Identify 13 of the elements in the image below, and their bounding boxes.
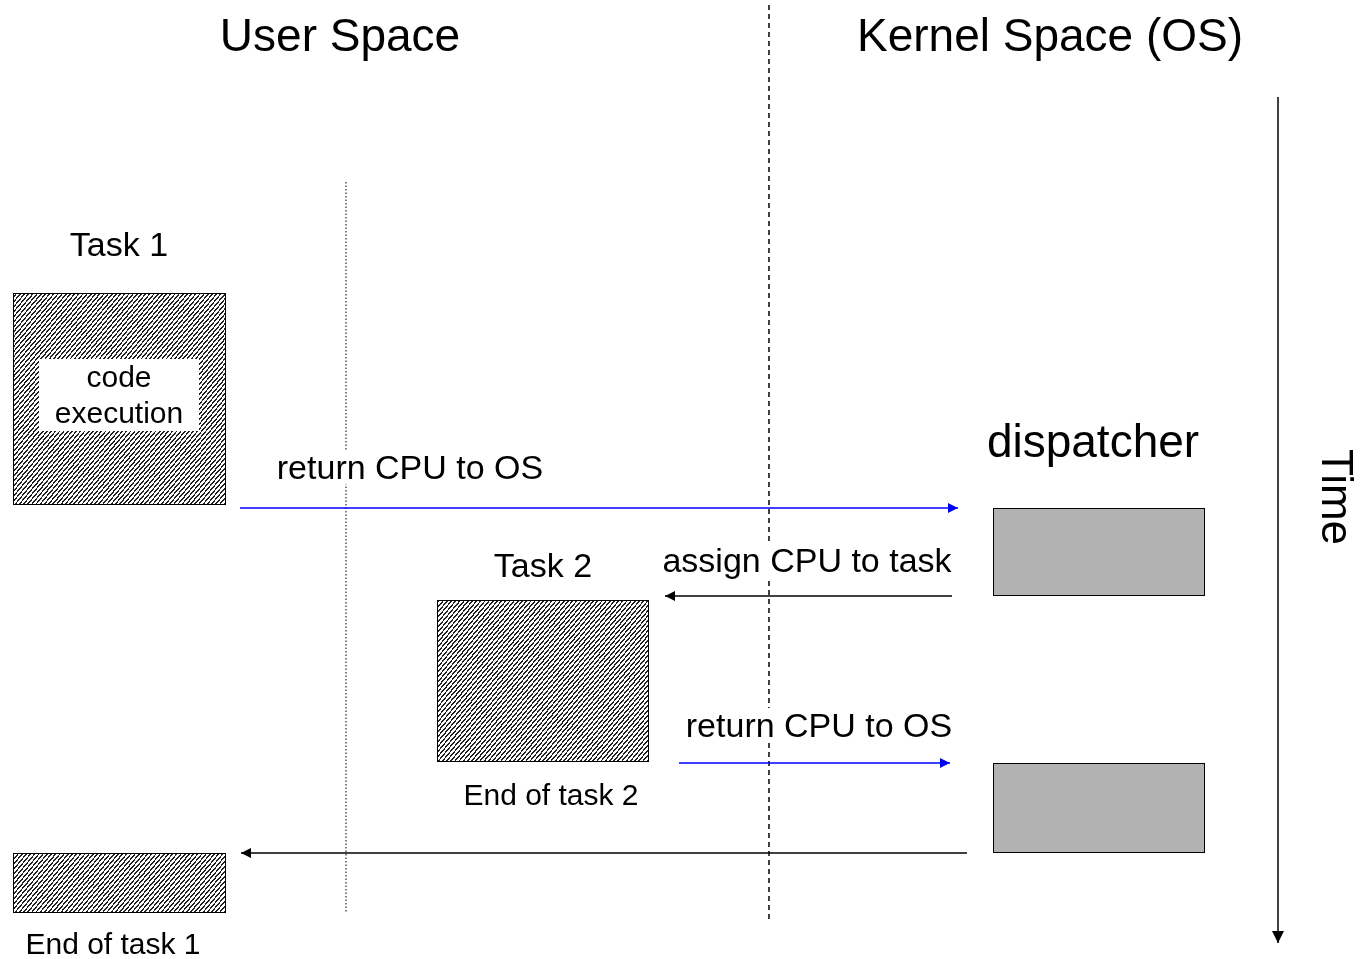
edge-label: assign CPU to task	[662, 543, 952, 577]
block-caption: End of task 2	[463, 780, 639, 810]
block-caption: End of task 1	[25, 929, 201, 959]
arrow	[239, 503, 959, 513]
arrow	[664, 591, 953, 601]
edge-label: return CPU to OS	[276, 450, 544, 484]
arrow	[678, 758, 951, 768]
block-title: Task 1	[69, 227, 169, 261]
block-title: Task 2	[493, 548, 593, 582]
arrow	[240, 848, 968, 858]
code-label: code execution	[39, 359, 199, 431]
edge-label: return CPU to OS	[685, 708, 953, 742]
axis-label: Time	[1315, 448, 1359, 546]
